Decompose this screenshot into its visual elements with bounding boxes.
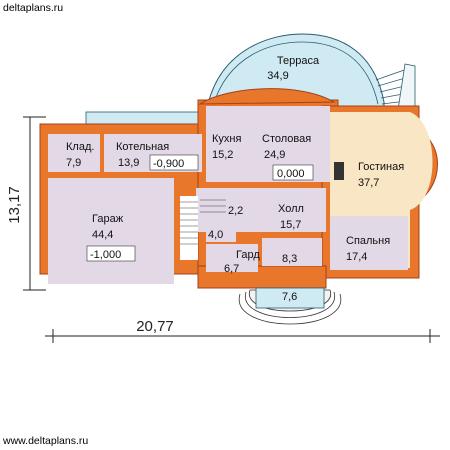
room-area-hall: 15,7 <box>280 219 301 231</box>
room-area-bedroom: 17,4 <box>346 251 367 263</box>
room-area-wardrobe: 6,7 <box>224 263 239 275</box>
room-name-garage: Гараж <box>92 213 124 225</box>
room-name-bedroom: Спальня <box>346 235 390 247</box>
room-name-wardrobe: Гард <box>236 249 260 261</box>
watermark-bottom: www.deltaplans.ru <box>2 435 88 447</box>
dimension-width: 20,77 <box>45 318 440 343</box>
level-garage: -1,000 <box>90 249 121 261</box>
room-labels: Терраса 34,9 Кухня 15,2 Столовая 24,9 0,… <box>66 55 404 303</box>
room-area-terrace: 34,9 <box>267 70 288 82</box>
room-area-pantry: 7,9 <box>66 157 81 169</box>
room-area-kitchen: 15,2 <box>212 149 233 161</box>
level-dining: 0,000 <box>277 168 305 180</box>
room-name-dining: Столовая <box>262 133 311 145</box>
room-name-terrace: Терраса <box>277 55 320 67</box>
room-area-dining: 24,9 <box>264 149 285 161</box>
dimension-width-label: 20,77 <box>136 318 174 335</box>
room-area-boiler: 13,9 <box>118 157 139 169</box>
dimension-depth-label: 13,17 <box>6 186 23 224</box>
room-name-boiler: Котельная <box>116 141 169 153</box>
room-area-porch: 7,6 <box>282 291 297 303</box>
room-name-pantry: Клад. <box>66 141 94 153</box>
porch <box>238 287 342 325</box>
watermark-top: deltaplans.ru <box>3 2 63 14</box>
room-area-garage: 44,4 <box>92 229 113 241</box>
room-area-stair: 2,2 <box>228 205 243 217</box>
room-name-kitchen: Кухня <box>212 133 241 145</box>
room-name-hall: Холл <box>278 203 304 215</box>
room-area-vestibule: 8,3 <box>282 253 297 265</box>
level-boiler: -0,900 <box>153 158 184 170</box>
room-name-living: Гостиная <box>358 161 404 173</box>
room-area-wc: 4,0 <box>208 229 223 241</box>
dimension-depth: 13,17 <box>6 116 46 291</box>
rooms <box>48 106 433 284</box>
room-area-living: 37,7 <box>358 177 379 189</box>
